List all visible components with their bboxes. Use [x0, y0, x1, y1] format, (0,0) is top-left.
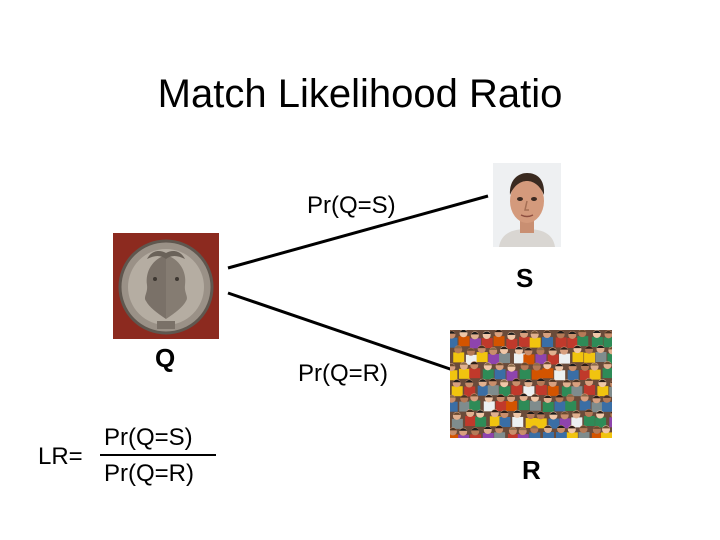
- janus-coin-image: [113, 233, 219, 339]
- r-label: R: [522, 455, 541, 485]
- prob-q-equals-r-label: Pr(Q=R): [298, 360, 388, 387]
- lr-prefix: LR=: [38, 443, 83, 470]
- s-label: S: [516, 263, 534, 293]
- line-to-s: [227, 194, 489, 270]
- crowd-image: [450, 330, 612, 438]
- fraction-bar: [100, 454, 216, 456]
- crowd-heads: [450, 330, 612, 438]
- line-to-r: [227, 291, 454, 372]
- q-label: Q: [155, 343, 176, 373]
- prob-q-equals-s-label: Pr(Q=S): [307, 192, 396, 219]
- page-title: Match Likelihood Ratio: [157, 72, 563, 116]
- formula-numerator: Pr(Q=S): [104, 424, 193, 451]
- suspect-face-image: [493, 163, 561, 247]
- formula-denominator: Pr(Q=R): [104, 460, 194, 487]
